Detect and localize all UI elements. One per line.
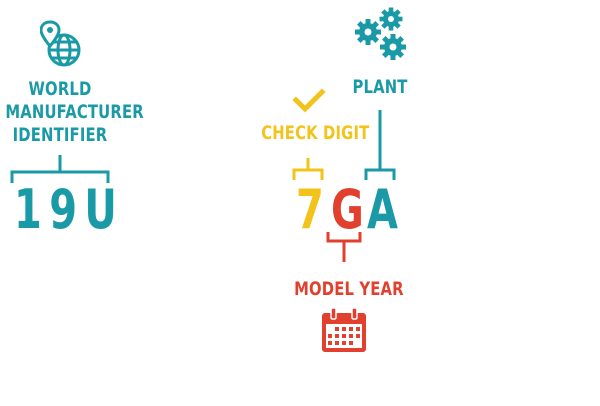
check-digit-code: 7 [296, 178, 324, 241]
checkmark-icon [292, 88, 326, 113]
model-year-code: G [331, 178, 364, 241]
gears-icon [355, 7, 406, 60]
wmi-label-line-2: MANUFACTURER [5, 101, 144, 123]
model-year-bracket [326, 232, 362, 262]
wmi-label-line-1: WORLD [28, 78, 92, 100]
globe-pin-icon [40, 20, 81, 67]
plant-label: PLANT [352, 76, 408, 98]
wmi-code: 19U [14, 178, 125, 241]
wmi-label: WORLD MANUFACTURER IDENTIFIER [5, 78, 144, 147]
check-digit-bracket [292, 158, 324, 180]
plant-bracket [364, 110, 396, 180]
wmi-label-line-3: IDENTIFIER [12, 124, 108, 146]
calendar-icon [322, 307, 366, 352]
plant-code: A [367, 178, 398, 241]
check-digit-label: CHECK DIGIT [261, 122, 370, 144]
wmi-bracket [10, 155, 110, 183]
model-year-label: MODEL YEAR [294, 278, 404, 300]
